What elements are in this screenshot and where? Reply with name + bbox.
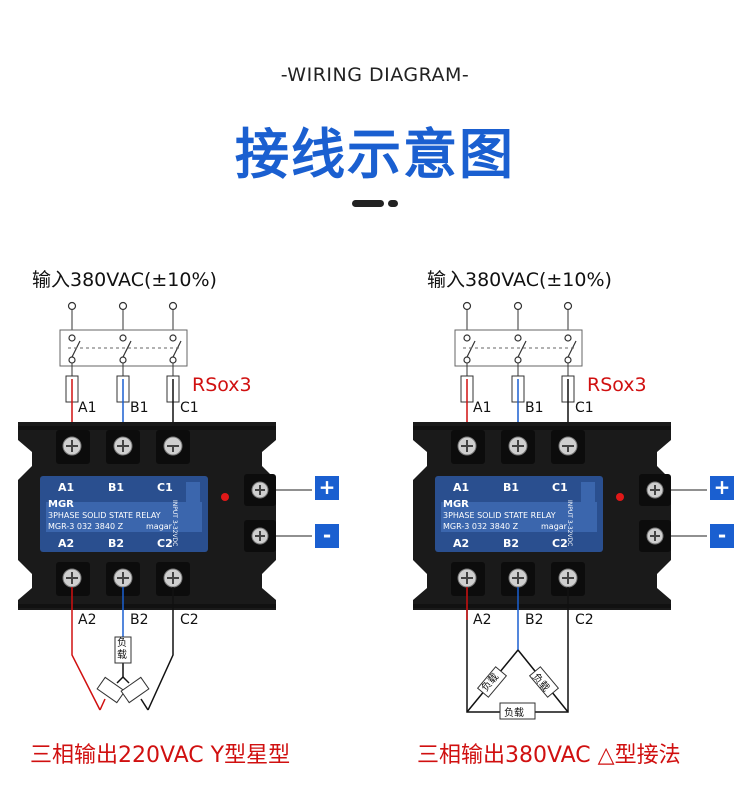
input-voltage-label: 输入380VAC(±10%) (427, 269, 612, 291)
relay-term-a2: A2 (58, 537, 75, 550)
relay-input-text: INPUT 3-32VDC (171, 500, 178, 547)
wire-label-a1: A1 (473, 400, 492, 416)
relay-term-a1: A1 (58, 481, 75, 494)
wire-label-a1: A1 (78, 400, 97, 416)
relay-model: MGR-3 032 3840 Z (48, 522, 124, 531)
relay-term-c2: C2 (157, 537, 173, 550)
wire-label-c2: C2 (180, 612, 199, 628)
wiring-subtitle: -WIRING DIAGRAM- (280, 64, 470, 86)
relay-model: MGR-3 032 3840 Z (443, 522, 519, 531)
wire-label-c1: C1 (180, 400, 199, 416)
relay-term-b1: B1 (503, 481, 520, 494)
top-screws (56, 430, 190, 464)
control-plus-badge: + (710, 476, 734, 500)
wire-label-c1: C1 (575, 400, 594, 416)
star-diagram-svg (18, 301, 312, 711)
wire-label-b1: B1 (130, 400, 149, 416)
relay-term-a1: A1 (453, 481, 470, 494)
star-loads (96, 636, 150, 704)
relay-term-c1: C1 (552, 481, 568, 494)
load-label-bottom: 负载 (504, 708, 524, 719)
star-output-wires (71, 587, 174, 711)
relay-phase-text: 3PHASE SOLID STATE RELAY (443, 511, 556, 520)
relay-maker: magar (541, 522, 567, 531)
bottom-screws (56, 562, 190, 596)
input-voltage-label: 输入380VAC(±10%) (32, 269, 217, 291)
relay-term-a2: A2 (453, 537, 470, 550)
wire-label-b2: B2 (130, 612, 149, 628)
load-label: 负载 (117, 638, 127, 661)
wire-label-c2: C2 (575, 612, 594, 628)
fuse-label: RSox3 (587, 374, 647, 396)
control-minus-badge: - (710, 524, 734, 548)
wiring-title: 接线示意图 (235, 123, 515, 186)
panel-delta: 输入380VAC(±10%) RSox3 A1 B1 C1 A1 B1 C1 M… (395, 0, 750, 809)
relay-term-c2: C2 (552, 537, 568, 550)
fuse-label: RSox3 (192, 374, 252, 396)
relay-input-text: INPUT 3-32VDC (566, 500, 573, 547)
output-caption: 三相输出220VAC Y型星型 (30, 743, 291, 768)
relay-maker: magar (146, 522, 172, 531)
control-terminals (244, 474, 276, 552)
relay-term-b2: B2 (108, 537, 125, 550)
panel-star: 输入380VAC(±10%) RSox3 A1 B1 C1 A1 B1 C1 M… (18, 269, 339, 768)
control-plus-badge: + (315, 476, 339, 500)
relay-phase-text: 3PHASE SOLID STATE RELAY (48, 511, 161, 520)
title-dash-short (388, 200, 398, 207)
delta-output-wires (466, 587, 569, 713)
title-dash-long (352, 200, 384, 207)
control-minus-badge: - (315, 524, 339, 548)
relay-brand: MGR (48, 499, 74, 510)
wire-label-b2: B2 (525, 612, 544, 628)
output-caption: 三相输出380VAC △型接法 (417, 743, 681, 768)
relay-term-b1: B1 (108, 481, 125, 494)
status-led (221, 493, 229, 501)
delta-diagram-svg (413, 301, 707, 720)
relay-term-b2: B2 (503, 537, 520, 550)
relay-brand: MGR (443, 499, 469, 510)
wire-label-a2: A2 (78, 612, 97, 628)
input-terminals (67, 301, 178, 311)
wire-label-b1: B1 (525, 400, 544, 416)
relay-term-c1: C1 (157, 481, 173, 494)
wire-label-a2: A2 (473, 612, 492, 628)
